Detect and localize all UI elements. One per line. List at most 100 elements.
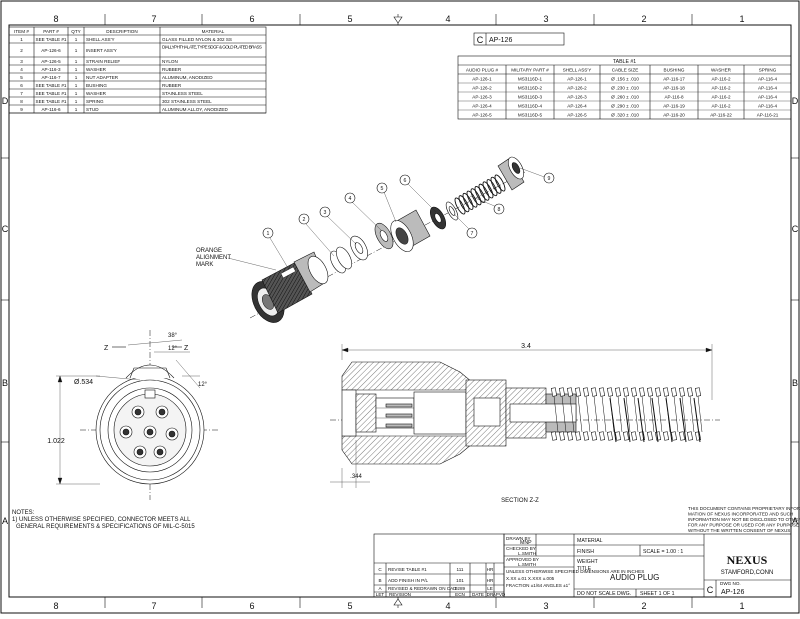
tolerance-line-1: UNLESS OTHERWISE SPECIFIED DIMENSIONS AR… — [506, 569, 644, 574]
dia-534: Ø.534 — [74, 379, 93, 386]
zone-left-c: C — [2, 224, 9, 234]
section-label: SECTION Z-Z — [501, 498, 539, 504]
bom-cell: 1 — [75, 75, 78, 80]
angle-12b: 12° — [198, 382, 208, 388]
table1-header: WASHER — [711, 68, 732, 73]
callout-7: 7 — [471, 231, 474, 237]
insert-assembly — [329, 246, 353, 274]
revision-cell: 101 — [456, 578, 464, 583]
sheet-count: SHEET 1 OF 1 — [640, 591, 675, 597]
table1-cell: MS3116D-3 — [518, 95, 543, 100]
approved-by-name: L.SMITH — [518, 562, 536, 567]
table1-cell: MS3116D-2 — [518, 86, 543, 91]
washer-rubber — [374, 222, 394, 250]
table1-cell: AP-116-4 — [758, 95, 778, 100]
length-34: 3.4 — [521, 343, 531, 350]
do-not-scale: DO NOT SCALE DWG. — [577, 591, 631, 597]
table1-header: MILITARY PART # — [511, 68, 549, 73]
bom-cell: NYLON — [162, 59, 178, 64]
revision-header: DATE — [472, 592, 484, 597]
bom-cell: NUT ADAPTER — [86, 75, 119, 80]
bom-cell: 1 — [20, 37, 23, 42]
callout-4: 4 — [349, 196, 352, 202]
bom-cell: STRAIN RELIEF — [86, 59, 120, 64]
sheet-size: C — [707, 585, 714, 595]
bom-header: PART # — [43, 29, 59, 34]
notes-heading: NOTES: — [12, 510, 35, 516]
angle-38: 38° — [168, 333, 178, 339]
bom-header: MATERIAL — [202, 29, 225, 34]
bom-cell: RUBBER — [162, 83, 182, 88]
table1-cell: AP-126-3 — [472, 95, 492, 100]
table1-header: CABLE SIZE — [612, 68, 639, 73]
table1-cell: Ø .290 ± .010 — [611, 104, 639, 109]
bom-cell: INSERT ASS'Y — [86, 48, 117, 53]
bom-cell: 8 — [20, 99, 23, 104]
drawing-title: AUDIO PLUG — [610, 573, 659, 582]
zone-right-c: C — [792, 224, 799, 234]
zone-bottom-3: 6 — [249, 601, 254, 611]
zone-right-d: D — [792, 96, 799, 106]
zone-left-b: B — [2, 378, 8, 388]
bom-cell: AP-116-3 — [41, 67, 61, 72]
proprietary-line: FOR ANY PURPOSE OR USED FOR ANY PURPOSE — [688, 523, 799, 528]
z-right: Z — [184, 345, 189, 352]
revision-cell: 111 — [457, 567, 464, 572]
tolerance-line-2: X.XX ±.01 X.XXX ±.005 — [506, 576, 555, 581]
revision-cell: REVISE TABLE #1 — [388, 567, 427, 572]
bom-cell: GLASS FILLED NYLON & 302 SS — [162, 37, 232, 42]
bom-cell: 6 — [20, 83, 23, 88]
zone-top-1: 8 — [53, 14, 58, 24]
orange-mark-label-3: MARK — [196, 262, 213, 268]
callout-5: 5 — [381, 186, 384, 192]
table1-cell: Ø .260 ± .010 — [611, 95, 639, 100]
bom-cell: DIALLYPHTHALATE, TYPE SDGF & GOLD PLATED… — [162, 45, 262, 50]
zone-bottom-4: 5 — [347, 601, 352, 611]
bom-cell: STAINLESS STEEL — [162, 91, 203, 96]
table1-cell: AP-116-8 — [664, 95, 684, 100]
shell-assembly — [251, 251, 329, 323]
bom-cell: 2 — [20, 48, 23, 53]
bom-cell: 9 — [20, 107, 23, 112]
bom-cell: AP-116-7 — [41, 75, 61, 80]
checked-by-label: CHECKED BY — [506, 546, 536, 551]
revision-cell: C — [378, 567, 382, 572]
bom-cell: AP-116-6 — [41, 107, 61, 112]
end-view: 38° 12° 12° Ø.534 1.022 Z Z — [47, 330, 220, 500]
section-view: 3.4 .344 SECTION Z-Z — [330, 343, 720, 504]
bom-cell: 1 — [75, 91, 78, 96]
spring — [454, 174, 506, 215]
table1-header: BUSHING — [664, 68, 685, 73]
zone-bottom-7: 2 — [641, 601, 646, 611]
z-left: Z — [104, 345, 109, 352]
notes-line-1: 1) UNLESS OTHERWISE SPECIFIED, CONNECTOR… — [12, 517, 191, 523]
material-label: MATERIAL — [577, 538, 603, 544]
nut-adapter — [390, 209, 431, 252]
angle-12a: 12° — [168, 346, 178, 352]
zone-top-2: 7 — [151, 14, 156, 24]
table1-cell: AP-116-17 — [663, 77, 685, 82]
center-mark-top — [393, 16, 403, 24]
checked-by-name: L.SMITH — [518, 551, 536, 556]
revision-cell: A — [378, 586, 382, 591]
approved-by-label: APPROVED BY — [506, 557, 539, 562]
table1-cell: AP-116-4 — [758, 86, 778, 91]
bom-cell: ALUMINUM ALLOY, ANODIZED — [162, 107, 228, 112]
drawn-by-name: MNP — [520, 540, 532, 546]
table1-cell: AP-126-5 — [567, 113, 587, 118]
callout-6: 6 — [404, 178, 407, 184]
zone-labels-top: 8 7 6 5 4 3 2 1 — [53, 14, 744, 24]
dwg-no-value: AP-126 — [721, 589, 744, 596]
table1-cell: AP-116-4 — [758, 104, 778, 109]
revision-header: LET — [376, 592, 385, 597]
zone-bottom-2: 7 — [151, 601, 156, 611]
bom-cell: WASHER — [86, 67, 107, 72]
notes-line-2: GENERAL REQUIREMENTS & SPECIFICATIONS OF… — [16, 524, 195, 530]
revision-header: REVISION — [389, 592, 411, 597]
bom-cell: SEE TABLE #1 — [36, 83, 67, 88]
zone-top-8: 1 — [739, 14, 744, 24]
